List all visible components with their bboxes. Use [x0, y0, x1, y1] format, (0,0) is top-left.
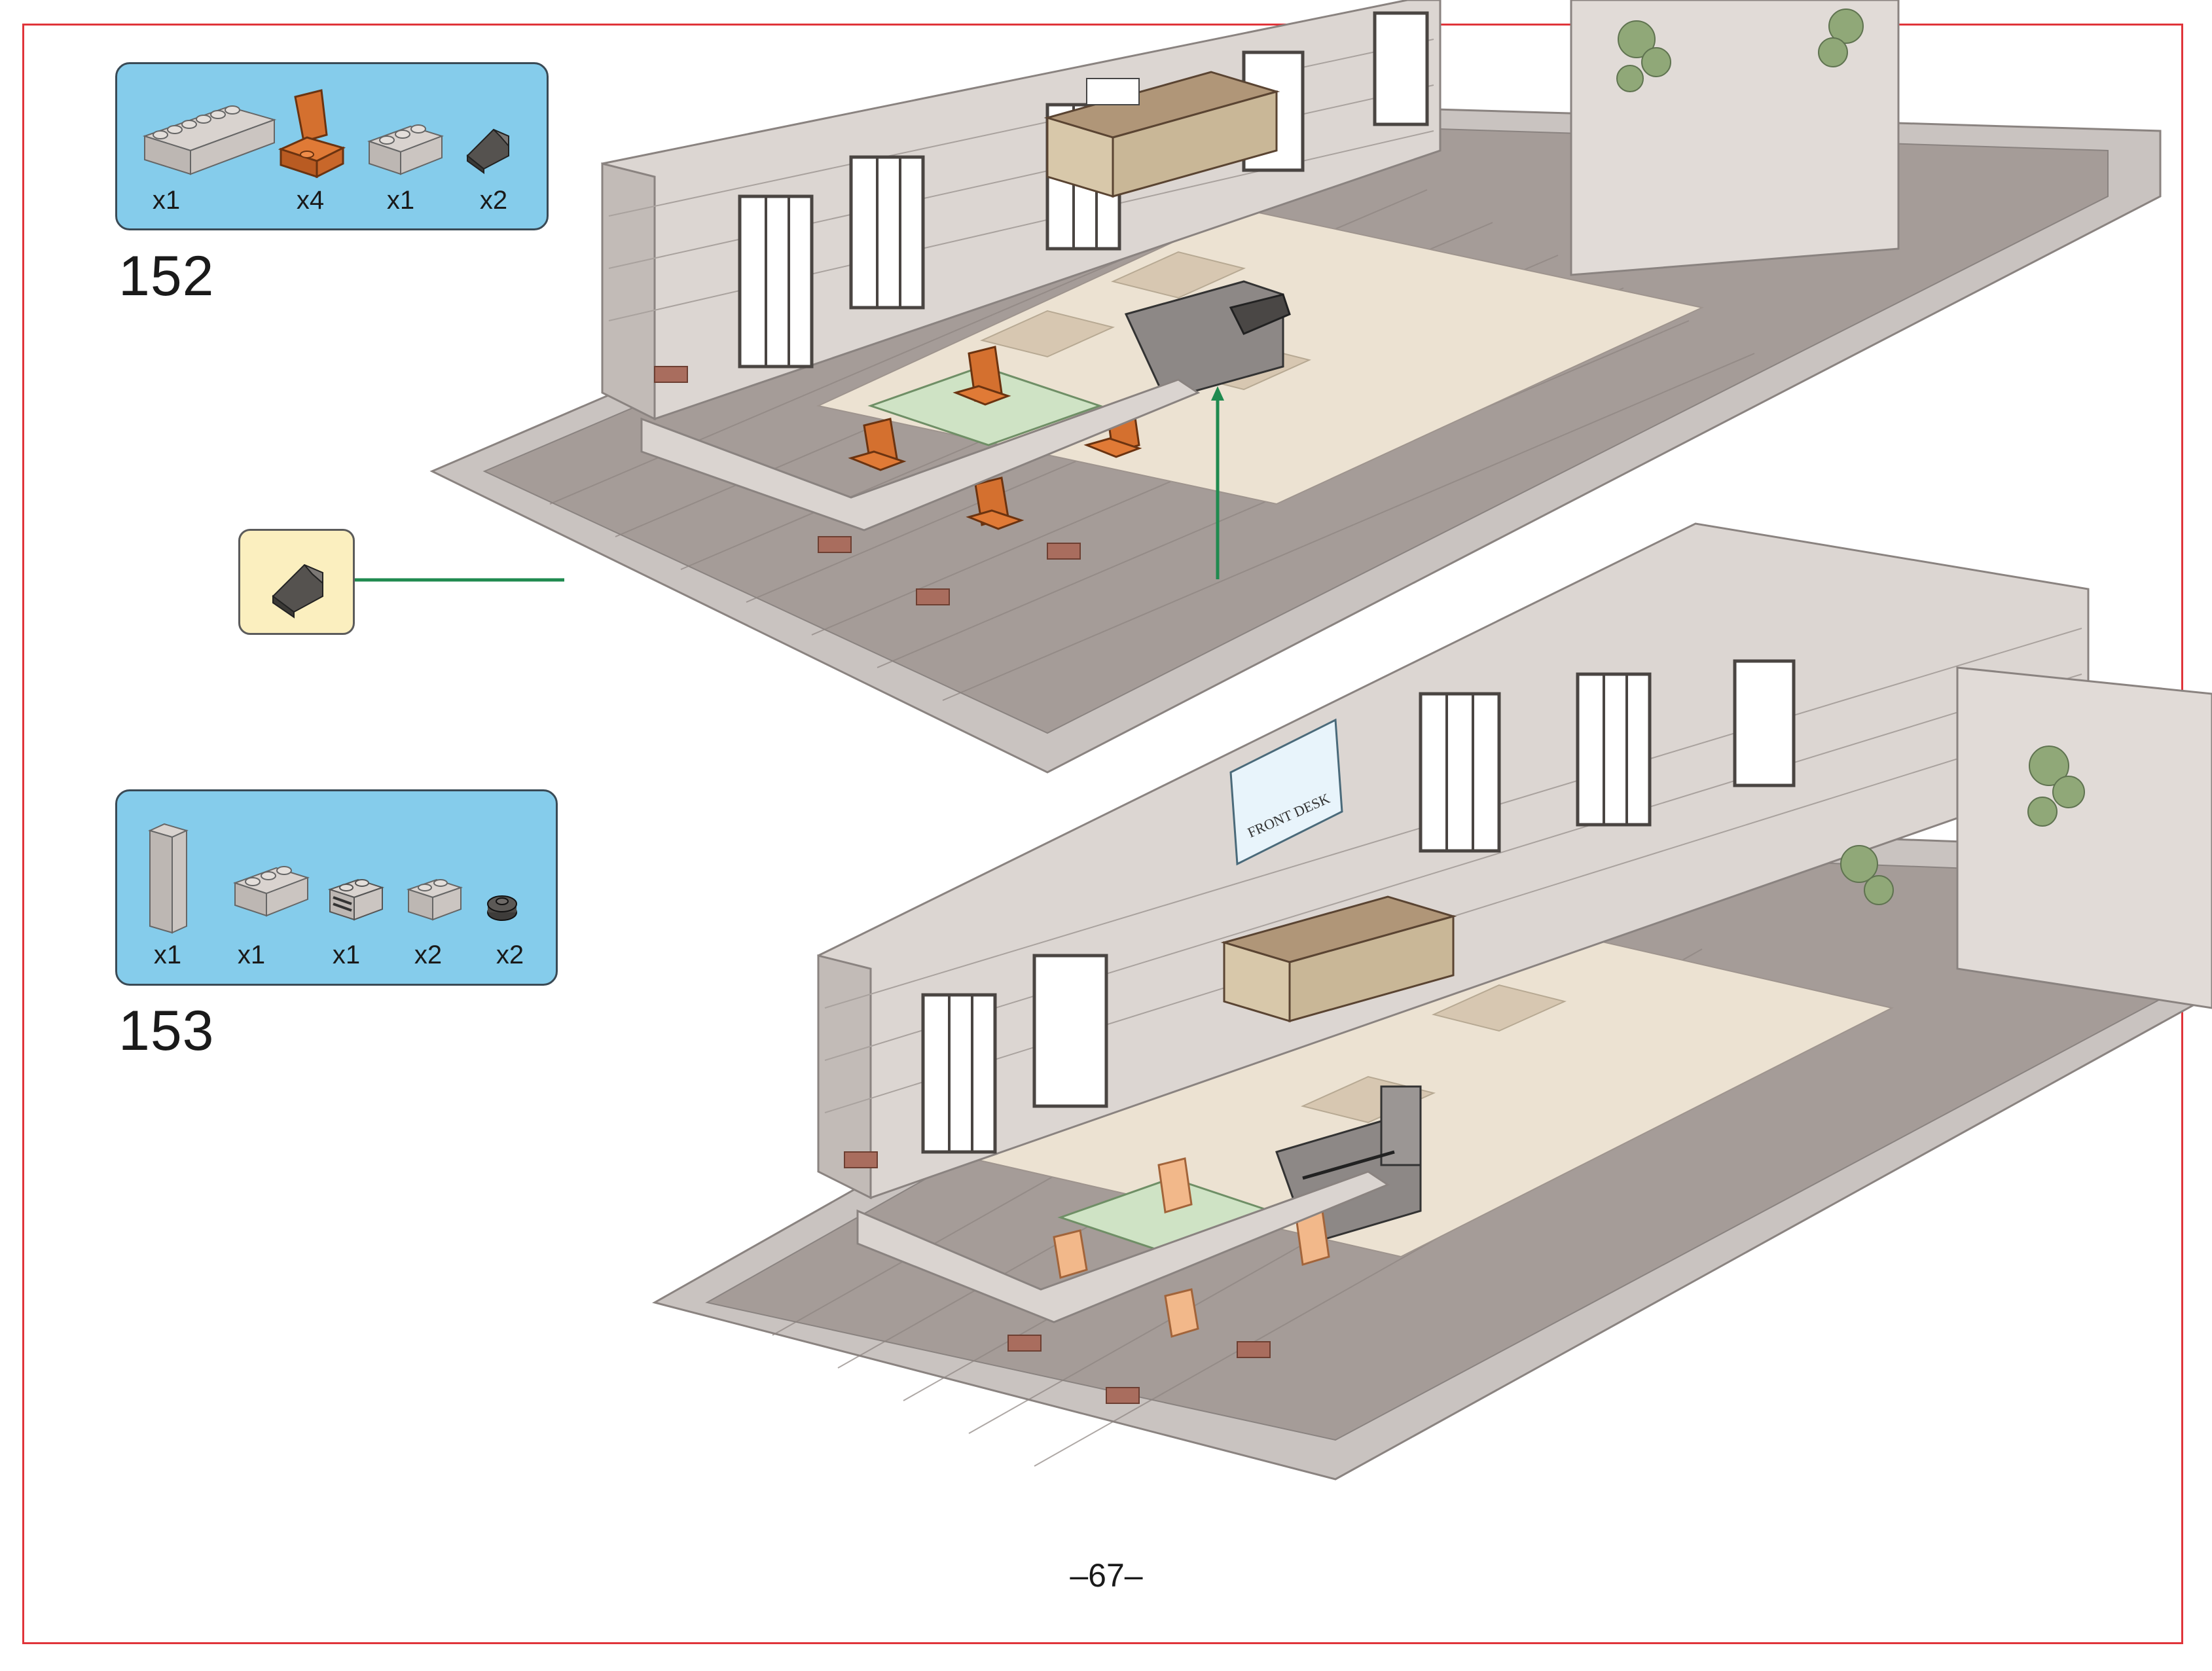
part-qty: x1 [237, 941, 266, 969]
model-step-152 [429, 0, 2162, 774]
callout-box [238, 529, 355, 635]
step-number-153: 153 [118, 999, 215, 1062]
brick-1x2x5-icon [148, 823, 189, 934]
brick-1x3-icon [367, 124, 444, 175]
parts-list-step-153: x1 x1 x1 x2 x2 [115, 789, 558, 986]
parts-list-step-152: x1 x4 x1 x2 [115, 62, 549, 230]
brick-grille-icon [327, 878, 385, 921]
part-qty: x1 [152, 186, 181, 215]
slope-dark-gray-icon [272, 564, 323, 619]
parts-illustrations-153 [148, 823, 517, 934]
part-qty: x1 [332, 941, 361, 969]
part-qty: x1 [153, 941, 182, 969]
brick-1x2-icon [406, 878, 463, 921]
brick-1x3-icon [232, 866, 310, 917]
chair-orange-icon [278, 89, 346, 179]
round-plate-dark-icon [487, 895, 517, 921]
part-qty: x1 [386, 186, 415, 215]
part-qty: x2 [479, 186, 508, 215]
parts-illustrations-152 [142, 89, 509, 179]
callout-arrow [355, 578, 564, 582]
front-desk-sign: FRONT DESK [1229, 718, 1343, 866]
page-number: –67– [1070, 1557, 1143, 1594]
slope-dark-gray-icon [466, 128, 509, 174]
step-number-152: 152 [118, 245, 215, 308]
part-qty: x2 [496, 941, 524, 969]
part-qty: x4 [296, 186, 325, 215]
model-step-153: FRONT DESK [652, 522, 2212, 1481]
brick-1x6-icon [142, 105, 277, 175]
part-qty: x2 [414, 941, 443, 969]
